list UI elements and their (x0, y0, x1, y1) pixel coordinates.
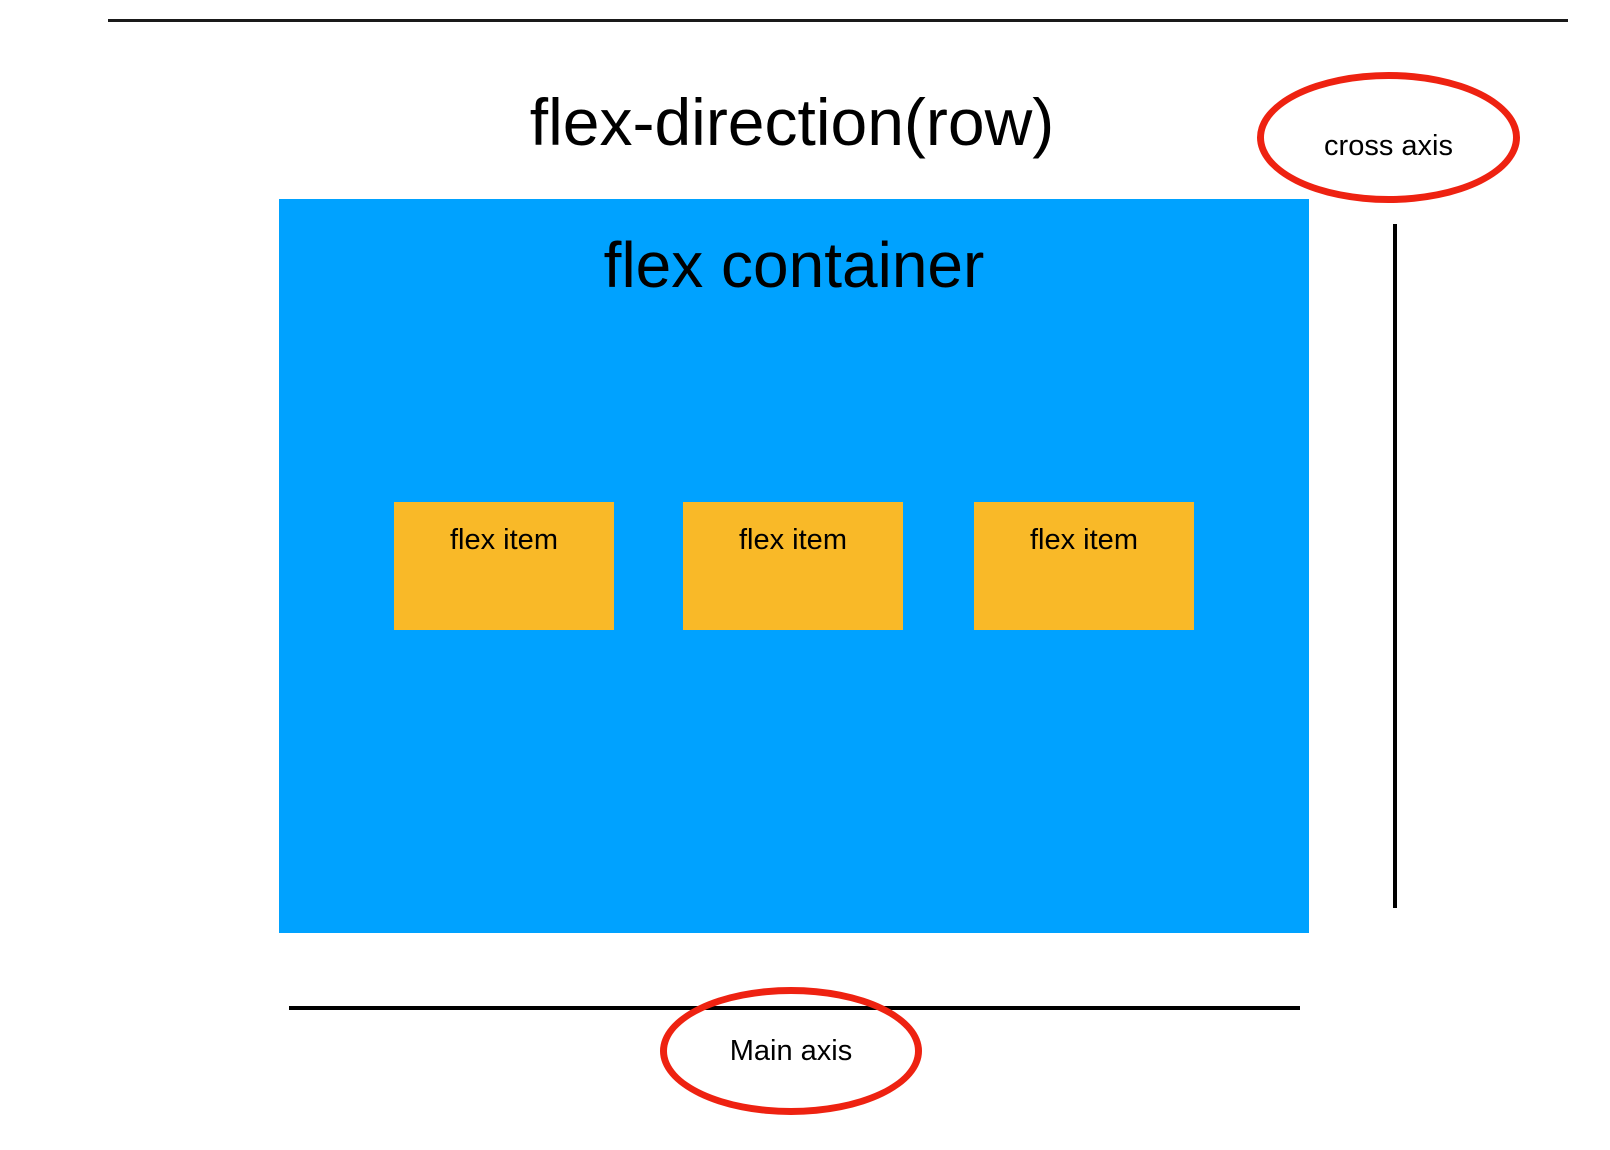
diagram-title: flex-direction(row) (529, 85, 1055, 159)
flex-item-2: flex item (683, 502, 903, 630)
flex-item-3: flex item (974, 502, 1194, 630)
main-axis-callout: Main axis (660, 987, 922, 1115)
top-divider (108, 19, 1568, 22)
main-axis-label: Main axis (729, 1034, 853, 1067)
cross-axis-callout: cross axis (1257, 72, 1520, 203)
flex-container-label: flex container (603, 229, 985, 301)
flex-container-box: flex container flex item flex item flex … (279, 199, 1309, 933)
flex-item-1: flex item (394, 502, 614, 630)
cross-axis-label: cross axis (1324, 130, 1453, 162)
cross-axis-line (1393, 224, 1397, 908)
